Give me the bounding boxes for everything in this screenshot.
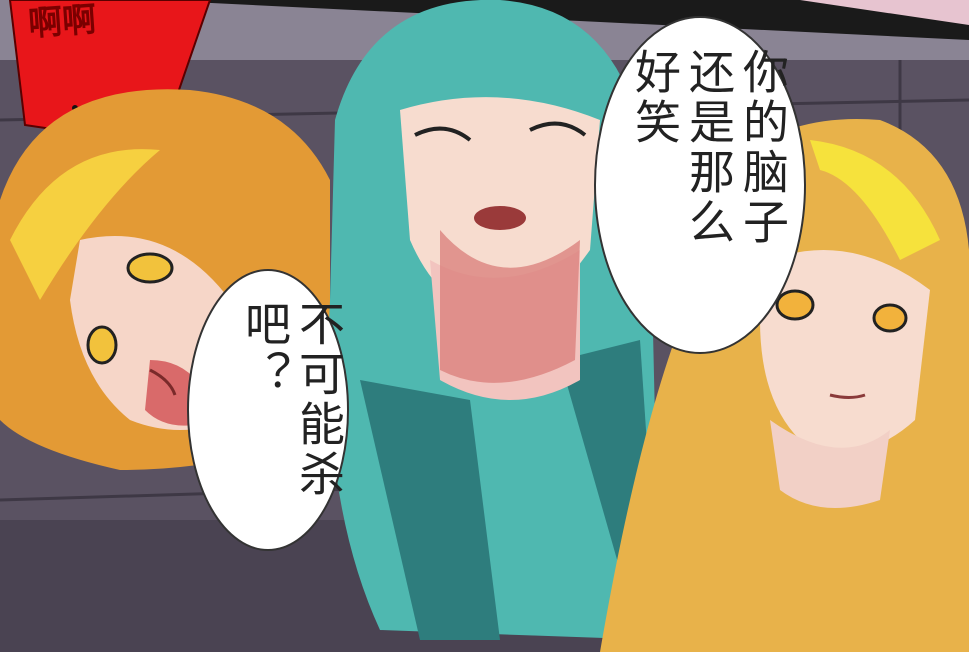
left-hair-highlight [10, 149, 160, 300]
right-hair-highlight [810, 140, 940, 260]
middle-hair-shade [360, 380, 500, 640]
left-mouth [149, 368, 177, 396]
sfx-text: 啊啊 [26, 0, 98, 45]
middle-eye-left [414, 126, 472, 142]
background-top-highlight [800, 0, 969, 25]
middle-character [328, 0, 660, 640]
middle-blood [440, 230, 580, 383]
right-eye-right [872, 303, 908, 333]
speech-bubble-left-text: 不可能杀 吧？ [238, 300, 346, 500]
middle-eye-right [529, 121, 587, 137]
speech-bubble-right-text: 你的脑子 还是那么 好笑 [628, 48, 790, 248]
left-eye-upper [126, 252, 174, 284]
right-eye-left [775, 289, 815, 321]
right-character [600, 119, 969, 652]
left-eye-lower [86, 325, 118, 365]
middle-mouth [474, 206, 526, 230]
right-mouth [829, 393, 866, 399]
speech-bubble-right [594, 16, 806, 354]
speech-bubble-left [187, 269, 349, 551]
right-neck [770, 420, 890, 508]
